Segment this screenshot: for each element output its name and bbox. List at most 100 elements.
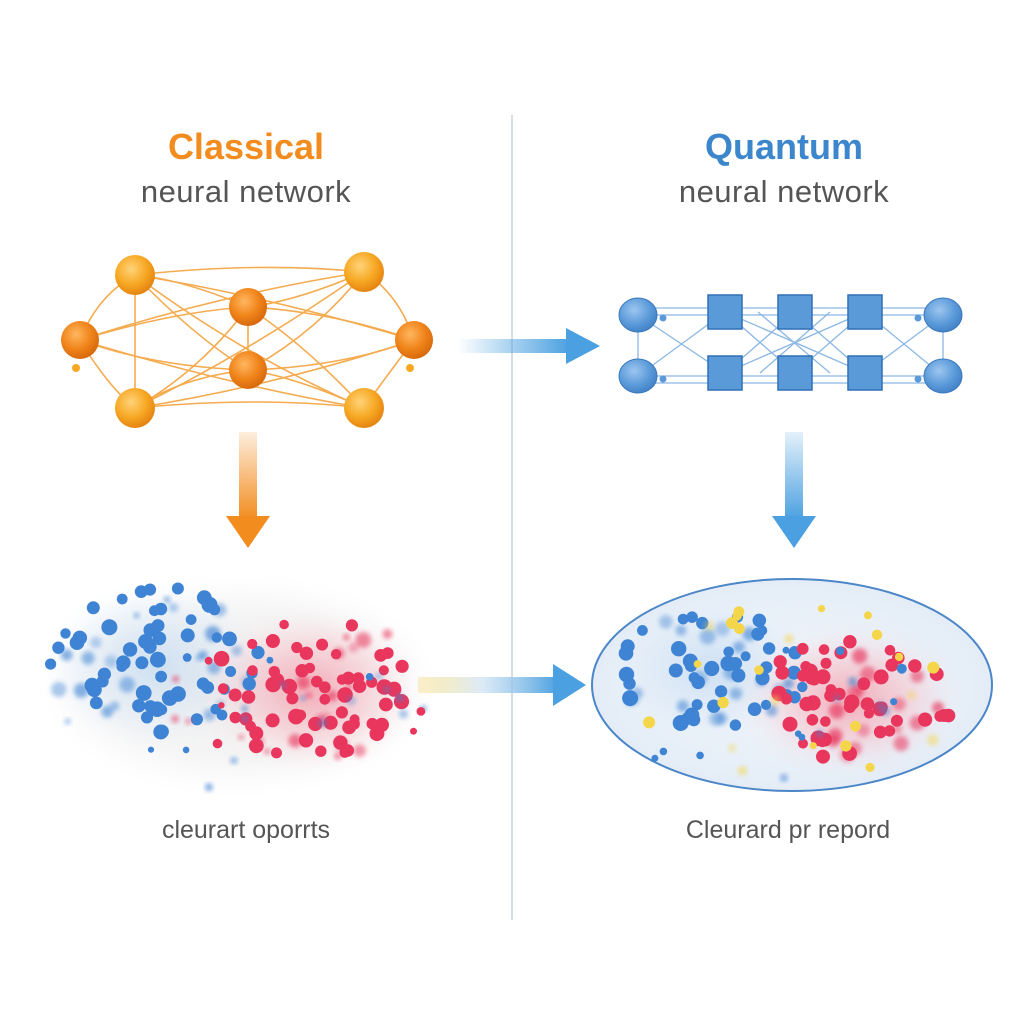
data-point (122, 642, 138, 657)
data-point (247, 638, 258, 650)
data-point (693, 660, 702, 668)
qubit-node (618, 358, 658, 394)
data-point (184, 717, 192, 725)
data-point (172, 675, 180, 683)
data-point (86, 601, 100, 615)
data-point (802, 663, 818, 680)
data-point (797, 681, 808, 693)
data-point (908, 659, 922, 673)
data-point (212, 603, 227, 617)
data-point (762, 642, 776, 655)
data-point (231, 645, 243, 656)
data-point (299, 646, 314, 660)
data-point (742, 627, 757, 642)
data-point (676, 700, 689, 713)
data-point (410, 727, 417, 735)
data-point (345, 619, 358, 632)
classical-caption: cleurart oporrts (161, 816, 331, 844)
classical-subtitle: neural network (140, 174, 352, 209)
data-point (731, 668, 746, 683)
data-point (937, 709, 951, 722)
data-point (101, 705, 114, 718)
arrow-right-icon (418, 664, 586, 706)
data-point (378, 665, 389, 676)
data-point (279, 619, 289, 630)
data-point (346, 695, 356, 706)
data-point (809, 742, 817, 750)
data-point (884, 645, 896, 656)
data-point (704, 621, 715, 631)
network-node (406, 364, 414, 372)
data-point (733, 606, 745, 617)
qubit-node (659, 375, 667, 383)
data-point (335, 706, 348, 719)
data-point (782, 646, 790, 654)
data-point (263, 747, 271, 756)
data-point (815, 669, 831, 685)
data-point (265, 634, 280, 648)
data-point (734, 623, 745, 635)
data-point (86, 682, 102, 698)
data-point (784, 634, 794, 644)
data-point (737, 766, 748, 776)
data-point (171, 715, 180, 723)
quantum-gate (707, 355, 743, 391)
data-point (727, 743, 737, 753)
data-point (871, 629, 883, 640)
data-point (863, 708, 875, 719)
network-node (229, 288, 267, 326)
data-point (760, 699, 772, 711)
data-point (692, 670, 708, 686)
data-point (850, 720, 861, 732)
data-point (336, 674, 348, 685)
data-point (715, 621, 730, 637)
data-point (135, 685, 152, 701)
quantum-gate (707, 294, 743, 330)
quantum-caption: Cleurard pr repord (685, 816, 891, 844)
data-point (851, 648, 868, 664)
data-point (247, 665, 258, 676)
data-point (829, 703, 845, 719)
data-point (684, 707, 700, 723)
data-point (782, 716, 798, 732)
arrow-right-icon (458, 328, 600, 364)
data-point (374, 672, 383, 681)
data-point (133, 612, 140, 619)
classical-network-nodes (61, 252, 433, 428)
data-point (840, 740, 852, 752)
quantum-gate (777, 355, 813, 391)
data-point (825, 684, 837, 695)
data-point (251, 645, 265, 660)
data-point (90, 636, 102, 649)
data-point (798, 733, 806, 741)
data-point (752, 613, 767, 628)
data-point (696, 751, 704, 760)
data-point (291, 641, 303, 654)
data-point (637, 625, 648, 636)
data-point (643, 716, 656, 729)
data-point (709, 711, 724, 726)
data-point (163, 596, 171, 603)
data-point (147, 746, 155, 753)
data-point (729, 719, 742, 731)
data-point (161, 690, 178, 706)
data-point (213, 650, 230, 667)
data-point (198, 650, 208, 660)
data-point (395, 659, 409, 673)
data-point (238, 734, 245, 741)
data-point (144, 700, 157, 713)
data-point (334, 752, 342, 760)
data-point (374, 717, 389, 732)
data-point (230, 756, 238, 765)
data-point (754, 665, 764, 675)
data-point (349, 714, 360, 725)
data-point (890, 714, 903, 727)
data-point (860, 666, 876, 683)
data-point (343, 633, 350, 641)
data-point (659, 615, 673, 629)
data-point (89, 696, 103, 710)
data-point (330, 649, 342, 660)
data-point (196, 677, 210, 690)
network-node (229, 351, 267, 389)
